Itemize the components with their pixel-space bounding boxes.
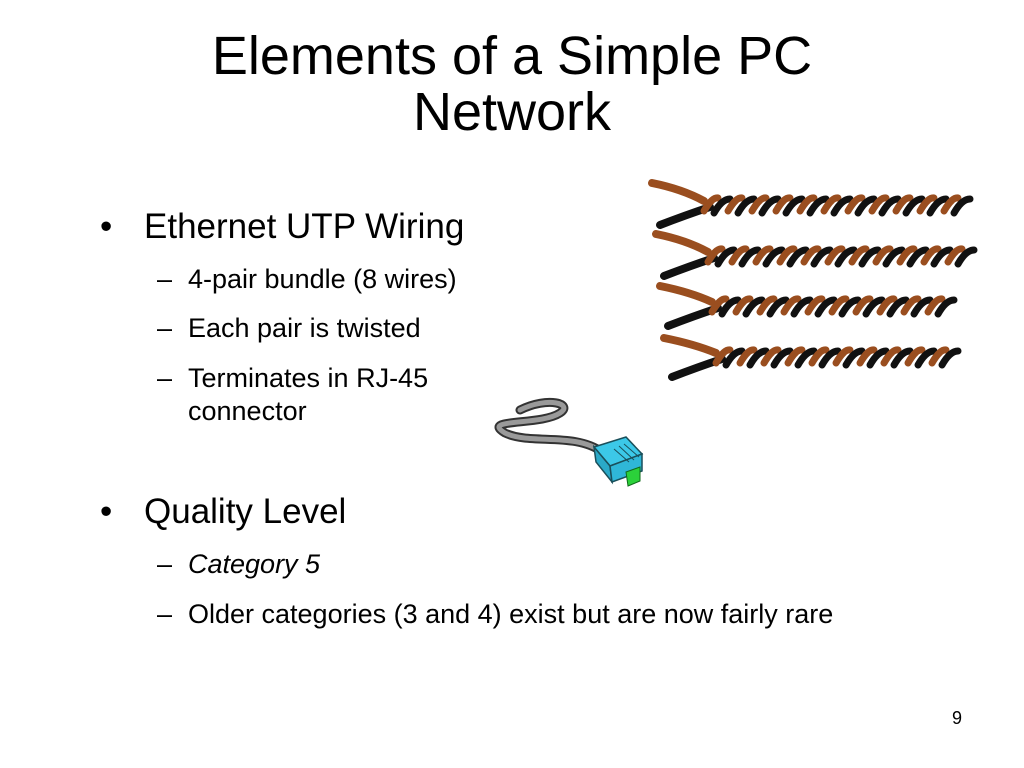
wire-pair — [652, 230, 978, 280]
cable-body — [496, 400, 605, 455]
sub-bullet-text: Older categories (3 and 4) exist but are… — [188, 599, 834, 629]
bullet-marker: • — [100, 207, 113, 246]
sub-bullet-text: Each pair is twisted — [188, 313, 421, 343]
sub-bullet-text: Category 5 — [188, 549, 321, 579]
title-line-2: Network — [412, 82, 612, 142]
wire-pair — [648, 179, 974, 229]
wire-pair — [656, 282, 958, 330]
sub-bullet-marker: – — [157, 313, 173, 343]
slide-title: Elements of a Simple PC Network — [100, 28, 924, 140]
sub-bullet-marker: – — [157, 363, 173, 393]
connector-plug — [592, 436, 644, 487]
sub-bullet-text: Terminates in RJ-45 connector — [188, 363, 429, 426]
sub-bullet-marker: – — [157, 549, 173, 579]
sub-bullet-text: 4-pair bundle (8 wires) — [188, 264, 457, 294]
sub-bullet-marker: – — [157, 599, 173, 629]
title-line-1: Elements of a Simple PC — [211, 26, 813, 86]
bullet-text: Ethernet UTP Wiring — [144, 207, 465, 246]
bullet-text: Quality Level — [144, 492, 347, 531]
wire-pair — [660, 334, 962, 381]
sub-bullet-marker: – — [157, 264, 173, 294]
slide-number: 9 — [951, 708, 962, 728]
bullet-marker: • — [100, 492, 113, 531]
wire-pairs — [648, 179, 978, 381]
